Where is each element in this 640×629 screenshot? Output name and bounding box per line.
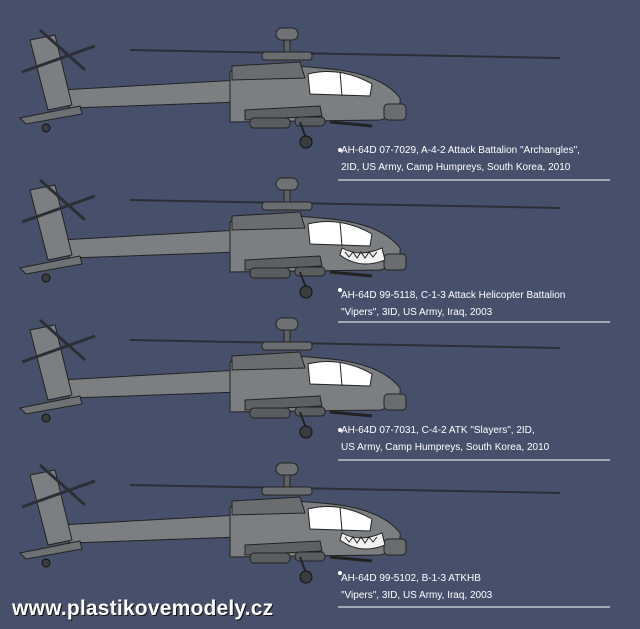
caption: AH-64D 07-7029, A-4-2 Attack Battalion "… [341,142,640,176]
caption: AH-64D 99-5102, B-1-3 ATKHB "Vipers", 3I… [341,570,640,604]
caption-line-1: AH-64D 07-7031, C-4-2 ATK "Slayers", 2ID… [341,425,535,436]
helicopter-side-view-icon [18,176,562,300]
profile-3: AH-64D 07-7031, C-4-2 ATK "Slayers", 2ID… [0,300,640,461]
caption: AH-64D 99-5118, C-1-3 Attack Helicopter … [341,287,640,321]
caption-line-1: AH-64D 99-5118, C-1-3 Attack Helicopter … [341,290,566,301]
helicopter-side-view-icon [18,26,562,150]
caption-line-1: AH-64D 07-7029, A-4-2 Attack Battalion "… [341,145,580,156]
profile-2: AH-64D 99-5118, C-1-3 Attack Helicopter … [0,160,640,323]
profile-1: AH-64D 07-7029, A-4-2 Attack Battalion "… [0,10,640,181]
caption: AH-64D 07-7031, C-4-2 ATK "Slayers", 2ID… [341,422,640,456]
caption-line-2: 2ID, US Army, Camp Humpreys, South Korea… [341,162,571,173]
caption-line-2: "Vipers", 3ID, US Army, Iraq, 2003 [341,590,493,601]
caption-line-1: AH-64D 99-5102, B-1-3 ATKHB [341,573,481,584]
caption-line-2: US Army, Camp Humpreys, South Korea, 201… [341,442,550,453]
helicopter-side-view-icon [18,461,562,585]
website-watermark: www.plastikovemodely.cz [12,597,274,620]
shark-mouth-icon [339,532,386,550]
shark-mouth-icon [339,247,386,265]
caption-line-2: "Vipers", 3ID, US Army, Iraq, 2003 [341,307,493,318]
profile-4: AH-64D 99-5102, B-1-3 ATKHB "Vipers", 3I… [0,445,640,608]
